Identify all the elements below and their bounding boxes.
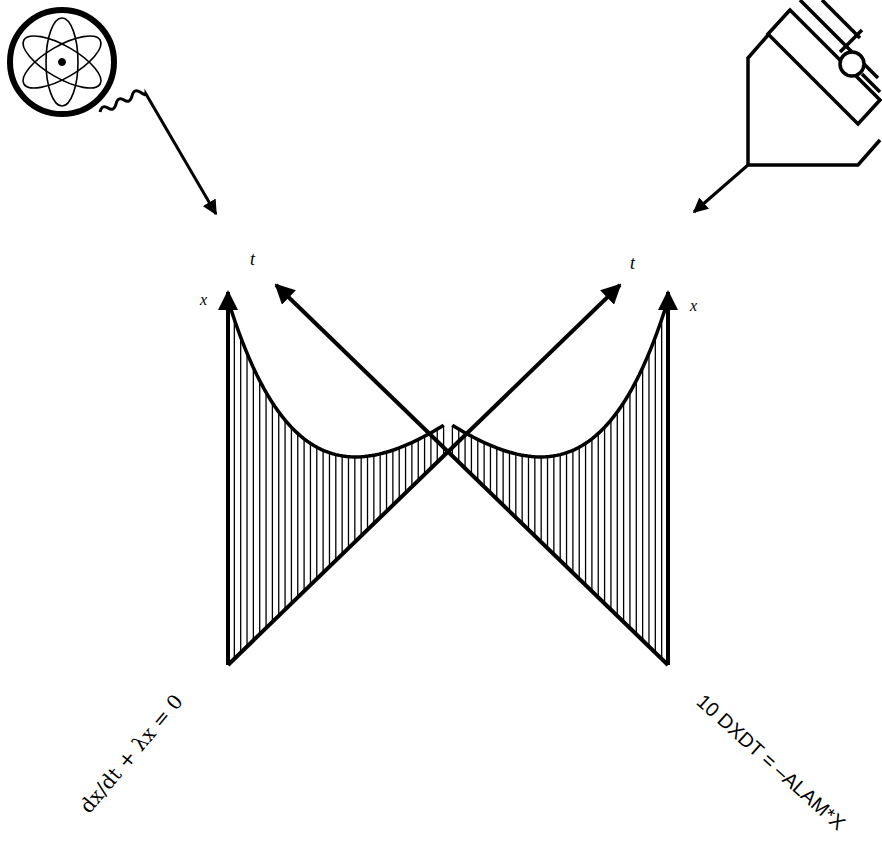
- hatch-line: [361, 457, 362, 536]
- hatch-line: [272, 403, 273, 622]
- hatch-line: [348, 457, 349, 549]
- decay-curve: [228, 300, 444, 457]
- hatch-line: [534, 457, 535, 536]
- hatch-line: [502, 450, 503, 505]
- hatch-line: [253, 368, 254, 641]
- hatch-line: [604, 427, 605, 603]
- hatch-line: [598, 433, 599, 597]
- hatch-line: [661, 319, 662, 658]
- hatch-line: [452, 425, 453, 456]
- hatch-line: [522, 455, 523, 523]
- equation: 10 DXDT = –ALAM*X: [693, 691, 849, 834]
- hatch-line: [477, 439, 478, 480]
- hatch-line: [373, 455, 374, 523]
- hatch-line: [648, 353, 649, 646]
- hatch-line: [642, 368, 643, 641]
- hatch-line: [392, 450, 393, 505]
- hatch-line: [464, 433, 465, 469]
- hatch-line: [496, 448, 497, 499]
- hatch-line: [541, 457, 542, 542]
- decay-curve: [452, 300, 668, 457]
- hatch-line: [399, 448, 400, 499]
- hatch-line: [443, 425, 444, 456]
- x-axis: [666, 292, 670, 665]
- hatch-line: [234, 319, 235, 658]
- hatch-line: [547, 457, 548, 549]
- computer-icon: [694, 0, 880, 212]
- hatch-line: [246, 353, 247, 646]
- hatch-line: [303, 439, 304, 591]
- hatch-line: [405, 445, 406, 493]
- x-axis: [226, 292, 230, 665]
- hatch-line: [591, 439, 592, 591]
- decay-plot: [276, 285, 668, 665]
- hatch-line: [509, 452, 510, 511]
- t-axis: [276, 285, 668, 665]
- hatch-line: [572, 450, 573, 572]
- axis-label: t: [630, 254, 635, 272]
- hatch-line: [297, 433, 298, 597]
- t-axis: [228, 285, 620, 665]
- hatch-line: [259, 381, 260, 635]
- hatch-line: [310, 443, 311, 585]
- hatch-line: [623, 403, 624, 622]
- hatch-line: [380, 454, 381, 518]
- hatch-line: [655, 337, 656, 653]
- decay-plots: [228, 285, 668, 665]
- hatch-line: [437, 429, 438, 462]
- hatch-line: [335, 455, 336, 561]
- hatch-line: [636, 381, 637, 635]
- hatch-line: [354, 457, 355, 542]
- axis-label: x: [690, 298, 697, 314]
- hatch-line: [411, 443, 412, 487]
- hatch-line: [471, 436, 472, 474]
- hatch-line: [579, 447, 580, 579]
- hatch-line: [483, 443, 484, 487]
- atom-icon: [10, 10, 216, 214]
- hatch-line: [316, 447, 317, 579]
- hatch-line: [322, 450, 323, 572]
- hatch-line: [367, 456, 368, 530]
- hatch-line: [386, 452, 387, 511]
- hatch-line: [291, 427, 292, 603]
- hatch-line: [284, 420, 285, 610]
- axis-label: t: [250, 250, 255, 268]
- hatch-line: [566, 453, 567, 567]
- hatch-line: [458, 429, 459, 462]
- hatch-line: [424, 436, 425, 474]
- hatch-line: [418, 439, 419, 480]
- hatch-line: [265, 392, 266, 628]
- hatch-line: [610, 420, 611, 610]
- axis-label: x: [200, 292, 207, 308]
- hatch-line: [341, 456, 342, 554]
- hatch-line: [553, 456, 554, 554]
- hatch-line: [629, 392, 630, 628]
- hatch-line: [329, 453, 330, 567]
- hatch-line: [278, 412, 279, 616]
- hatch-line: [617, 412, 618, 616]
- hatch-line: [515, 454, 516, 518]
- hatch-line: [528, 456, 529, 530]
- wavy-arrow: [100, 91, 216, 214]
- hatch-line: [585, 443, 586, 585]
- hatch-line: [560, 455, 561, 561]
- hatch-line: [240, 337, 241, 653]
- hatch-line: [490, 445, 491, 493]
- decay-plot: [228, 285, 620, 665]
- equation: dx/dt + λx = 0: [76, 691, 186, 817]
